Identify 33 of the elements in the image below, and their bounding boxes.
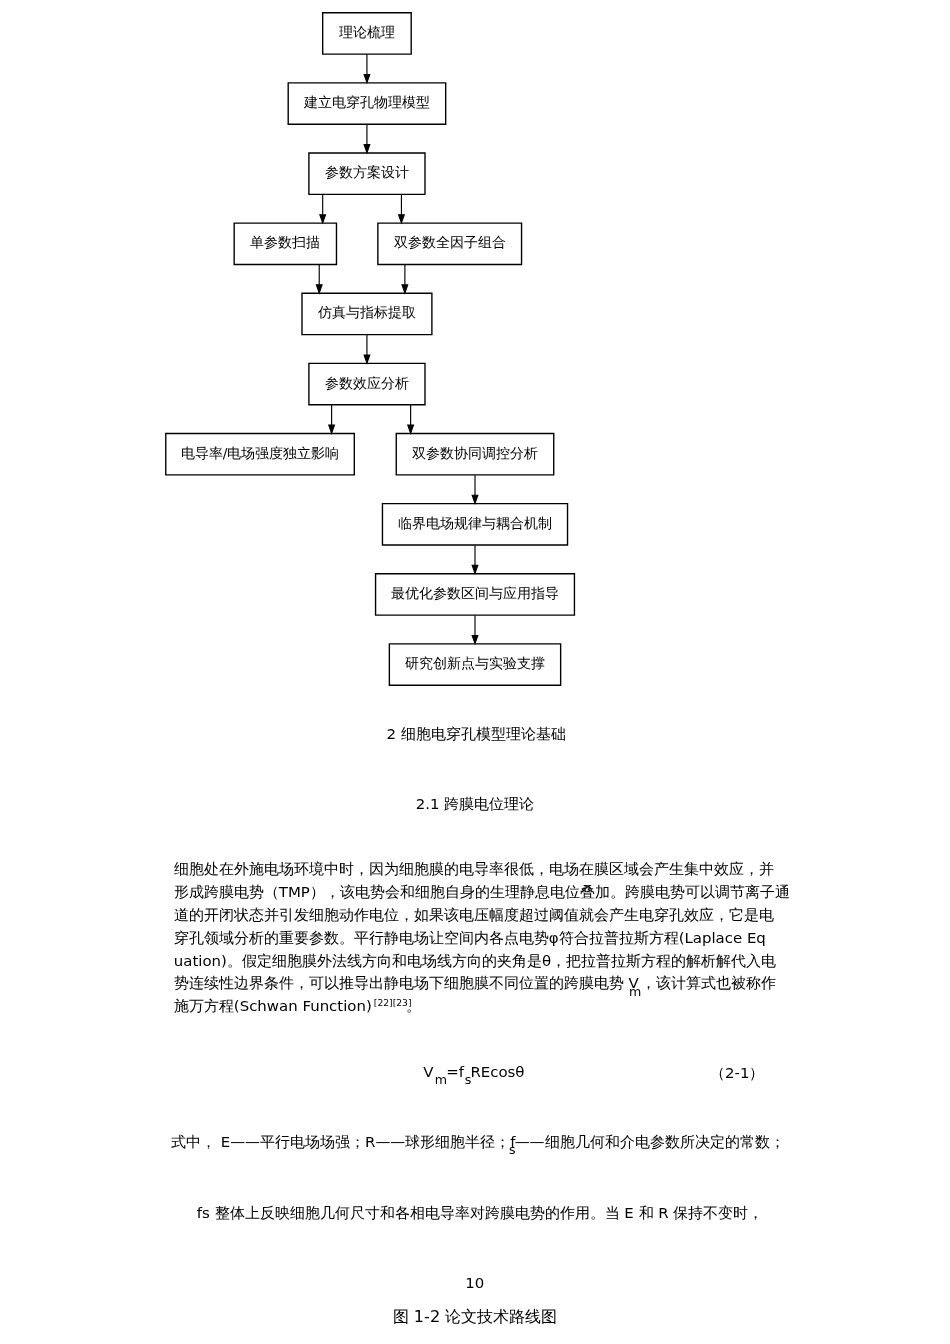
node-box: 最优化参数区间与应用指导	[374, 573, 576, 616]
caption: 图 1-2 论文技术路线图	[392, 1307, 558, 1327]
node-box: 参数效应分析	[308, 362, 426, 406]
label: 2 细胞电穿孔模型理论基础	[386, 724, 566, 743]
arrow	[471, 614, 479, 646]
node-box: 双参数全因子组合	[377, 222, 523, 266]
label: 2.1 跨膜电位理论	[415, 794, 535, 813]
arrow	[319, 194, 327, 225]
arrow	[397, 194, 406, 225]
node-box: 仿真与指标提取	[301, 292, 433, 336]
node-box: 临界电场规律与耦合机制	[381, 502, 569, 546]
arrow	[327, 404, 336, 435]
node-box: 参数方案设计	[308, 152, 426, 196]
node-box: 电导率/电场强度独立影响	[165, 432, 355, 476]
arrow	[363, 124, 371, 155]
arrow	[471, 474, 479, 505]
label: 10	[465, 1274, 485, 1293]
label: （2-1）	[710, 1063, 765, 1082]
label: fs 整体上反映细胞几何尺寸和各相电导率对跨膜电势的作用。当 E 和 R 保持不变时，	[196, 1203, 764, 1222]
node-box: 单参数扫描	[233, 222, 338, 266]
arrow	[315, 264, 323, 295]
arrow	[471, 544, 479, 576]
node-box: 研究创新点与实验支撑	[388, 643, 562, 686]
label: 细胞处在外施电场环境中时，因为细胞膜的电导率很低，电场在膜区域会产生集中效应，并形成跨膜电势（TMP），该电势会和细胞自身的生理静息电位叠加。跨膜电势可以调节离子通道的开闭状态并引发细胞动作电位，如果该电压幅度超过阈值就会产生电穿孔效应，它是电穿孔领域分析的重要参数。平行静电场让空间内各点电势φ符合拉普拉斯方程(Laplace Equation)。假定细胞膜外法线方向和电场线方向的夹角是θ，把拉普拉斯方程的解析解代入电势连续性边界条件，可以推导出静电场下细胞膜不同位置的跨膜电势 V$_{m}$，该计算式也被称作施万方程(Schwan Function)$^{[22][23]}$。	[173, 860, 790, 1015]
arrow	[401, 264, 409, 295]
node-box: 理论梳理	[322, 12, 412, 55]
node-box: 双参数协同调控分析	[395, 432, 555, 476]
arrow	[363, 334, 371, 365]
label: 式中， E——平行电场场强；R——球形细胞半径；f$_{s}$——细胞几何和介电参数所决定的常数；	[170, 1132, 785, 1158]
arrow	[363, 53, 371, 85]
node-box: 建立电穿孔物理模型	[287, 82, 447, 125]
label: V$_{m}$=f$_{s}$REcosθ	[423, 1062, 525, 1088]
arrow	[407, 404, 415, 435]
